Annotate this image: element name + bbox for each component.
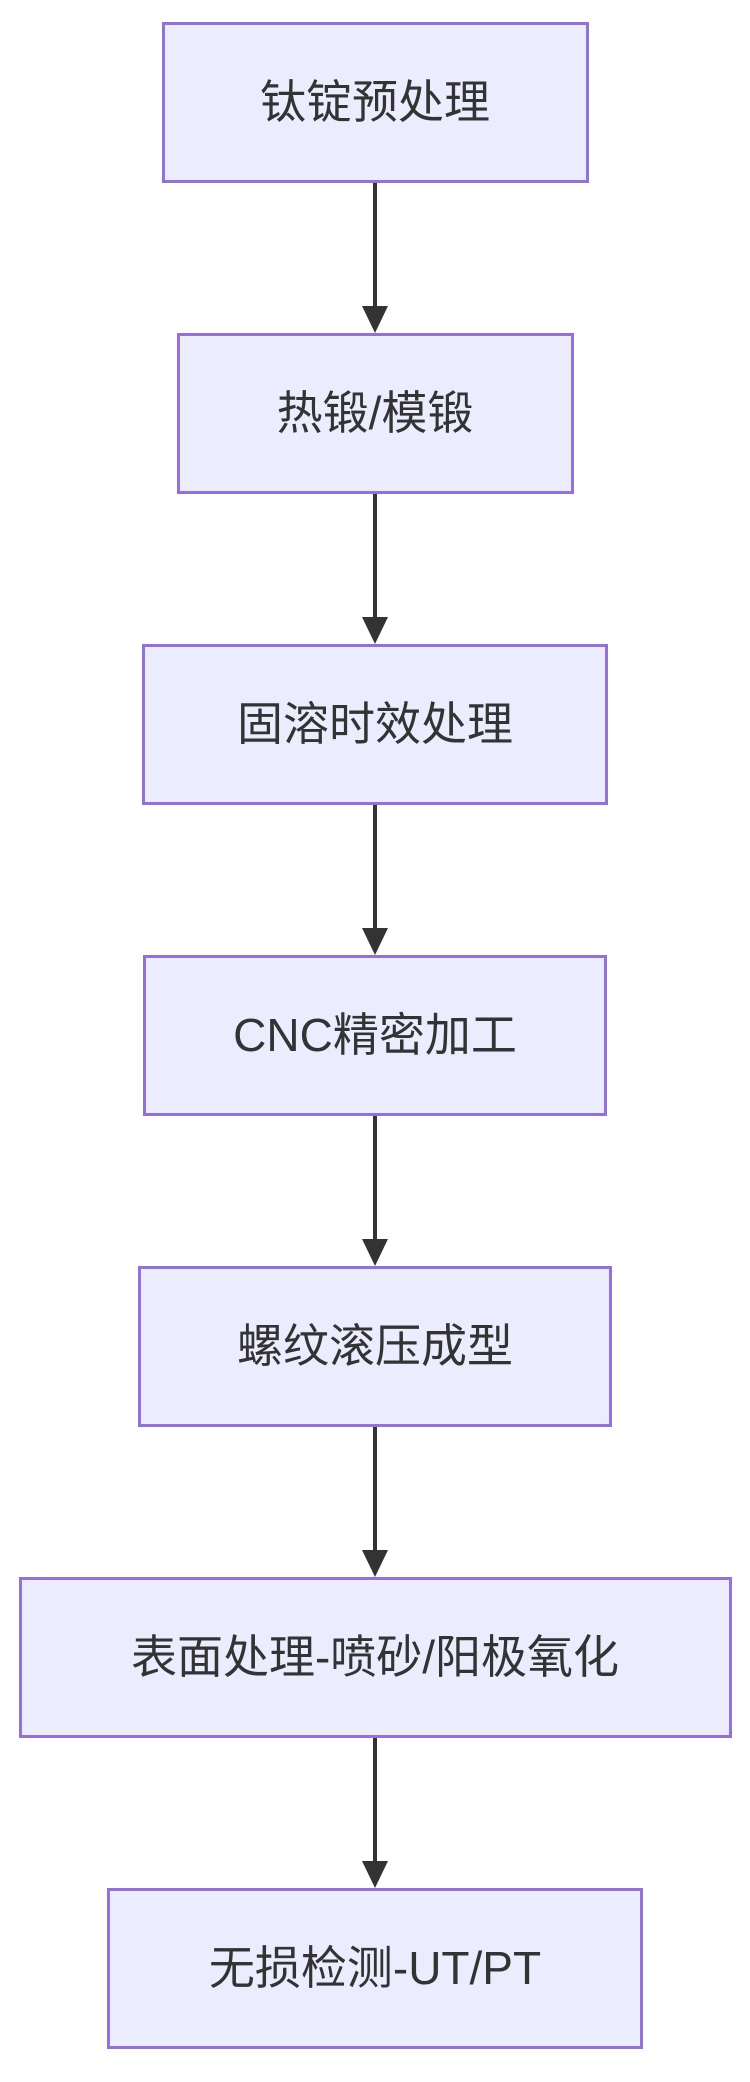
flow-edge-4 [362, 1116, 388, 1266]
arrow-down-icon [362, 928, 388, 955]
node-label: 热锻/模锻 [276, 386, 474, 439]
arrow-down-icon [362, 617, 388, 644]
node-label: CNC精密加工 [233, 1008, 517, 1061]
flow-edge-2 [362, 494, 388, 644]
arrow-line [373, 805, 377, 929]
node-label: 固溶时效处理 [237, 697, 513, 750]
flow-node-titanium-ingot-pretreatment: 钛锭预处理 [161, 22, 589, 183]
flow-node-thread-rolling: 螺纹滚压成型 [138, 1266, 612, 1427]
arrow-line [373, 494, 377, 618]
node-label: 表面处理-喷砂/阳极氧化 [130, 1630, 620, 1683]
arrow-line [373, 1116, 377, 1240]
arrow-down-icon [362, 1861, 388, 1888]
flow-node-ndt-inspection: 无损检测-UT/PT [107, 1888, 643, 2049]
flow-node-surface-treatment: 表面处理-喷砂/阳极氧化 [18, 1577, 732, 1738]
flow-node-cnc-precision-machining: CNC精密加工 [143, 955, 607, 1116]
flow-node-solution-aging-treatment: 固溶时效处理 [142, 644, 608, 805]
node-label: 无损检测-UT/PT [208, 1941, 542, 1994]
flow-node-hot-forging: 热锻/模锻 [176, 333, 574, 494]
arrow-down-icon [362, 1550, 388, 1577]
flow-edge-3 [362, 805, 388, 955]
arrow-down-icon [362, 306, 388, 333]
arrow-line [373, 183, 377, 307]
node-label: 钛锭预处理 [260, 75, 490, 128]
node-label: 螺纹滚压成型 [237, 1319, 513, 1372]
arrow-line [373, 1738, 377, 1862]
arrow-line [373, 1427, 377, 1551]
arrow-down-icon [362, 1239, 388, 1266]
flow-edge-1 [362, 183, 388, 333]
flow-edge-6 [362, 1738, 388, 1888]
flow-edge-5 [362, 1427, 388, 1577]
